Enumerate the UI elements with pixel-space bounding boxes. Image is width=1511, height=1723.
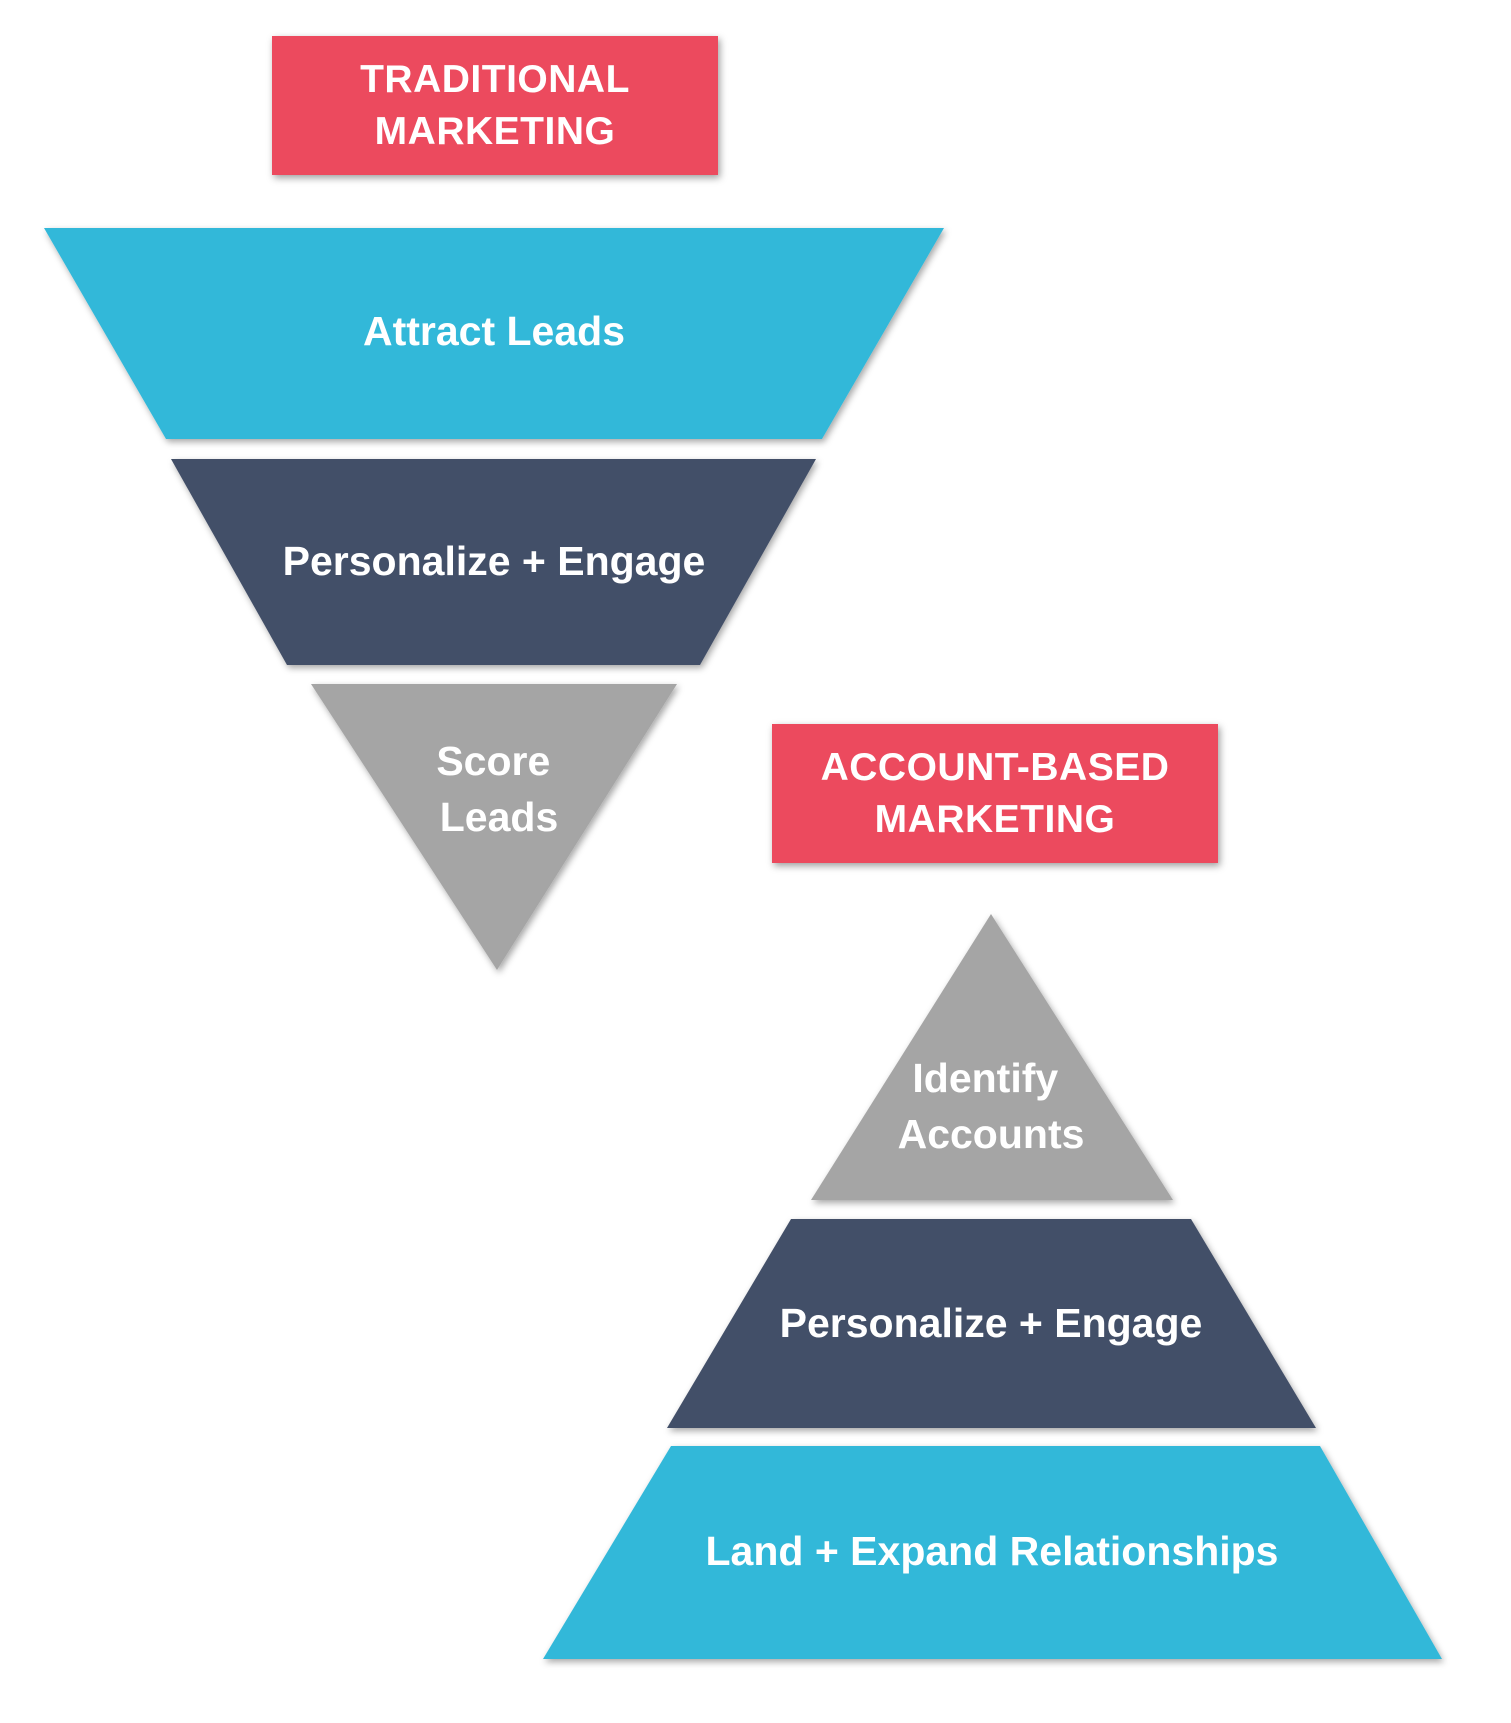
traditional-stage-3-line-1: Score xyxy=(436,738,550,784)
traditional-title-line-2: MARKETING xyxy=(374,109,616,153)
abm-title-line-2: MARKETING xyxy=(874,797,1116,841)
abm-stage-3-line-1: Land + Expand Relationships xyxy=(706,1528,1279,1574)
traditional-title-line-1: TRADITIONAL xyxy=(360,57,630,101)
abm-stage-personalize-engage-shape xyxy=(667,1219,1316,1428)
abm-stage-land-expand-label: Land + Expand Relationships xyxy=(706,1528,1279,1574)
abm-stage-land-expand-shape xyxy=(543,1446,1442,1659)
traditional-stage-1-line-1: Attract Leads xyxy=(363,308,625,354)
traditional-stage-2-line-1: Personalize + Engage xyxy=(283,538,706,584)
abm-stage-1-line-2: Accounts xyxy=(898,1111,1085,1157)
traditional-marketing-tag: TRADITIONAL MARKETING xyxy=(272,36,718,175)
traditional-stage-personalize-engage-label: Personalize + Engage xyxy=(283,538,706,584)
abm-stage-identify-accounts-shape xyxy=(811,914,1173,1200)
traditional-stage-attract-leads-label: Attract Leads xyxy=(363,308,625,354)
account-based-marketing-tag: ACCOUNT-BASED MARKETING xyxy=(772,724,1218,863)
traditional-stage-personalize-engage-shape xyxy=(171,459,816,665)
traditional-stage-score-leads-label: Score Leads xyxy=(436,738,561,840)
abm-stage-identify-accounts-label: Identify Accounts xyxy=(898,1055,1085,1157)
abm-stage-2-line-1: Personalize + Engage xyxy=(780,1300,1203,1346)
abm-stage-1-line-1: Identify xyxy=(912,1055,1058,1101)
traditional-stage-3-line-2: Leads xyxy=(440,794,559,840)
abm-title-line-1: ACCOUNT-BASED xyxy=(820,745,1170,789)
traditional-stage-score-leads-shape xyxy=(311,684,677,970)
traditional-stage-attract-leads-shape xyxy=(44,228,944,439)
abm-stage-personalize-engage-label: Personalize + Engage xyxy=(780,1300,1203,1346)
